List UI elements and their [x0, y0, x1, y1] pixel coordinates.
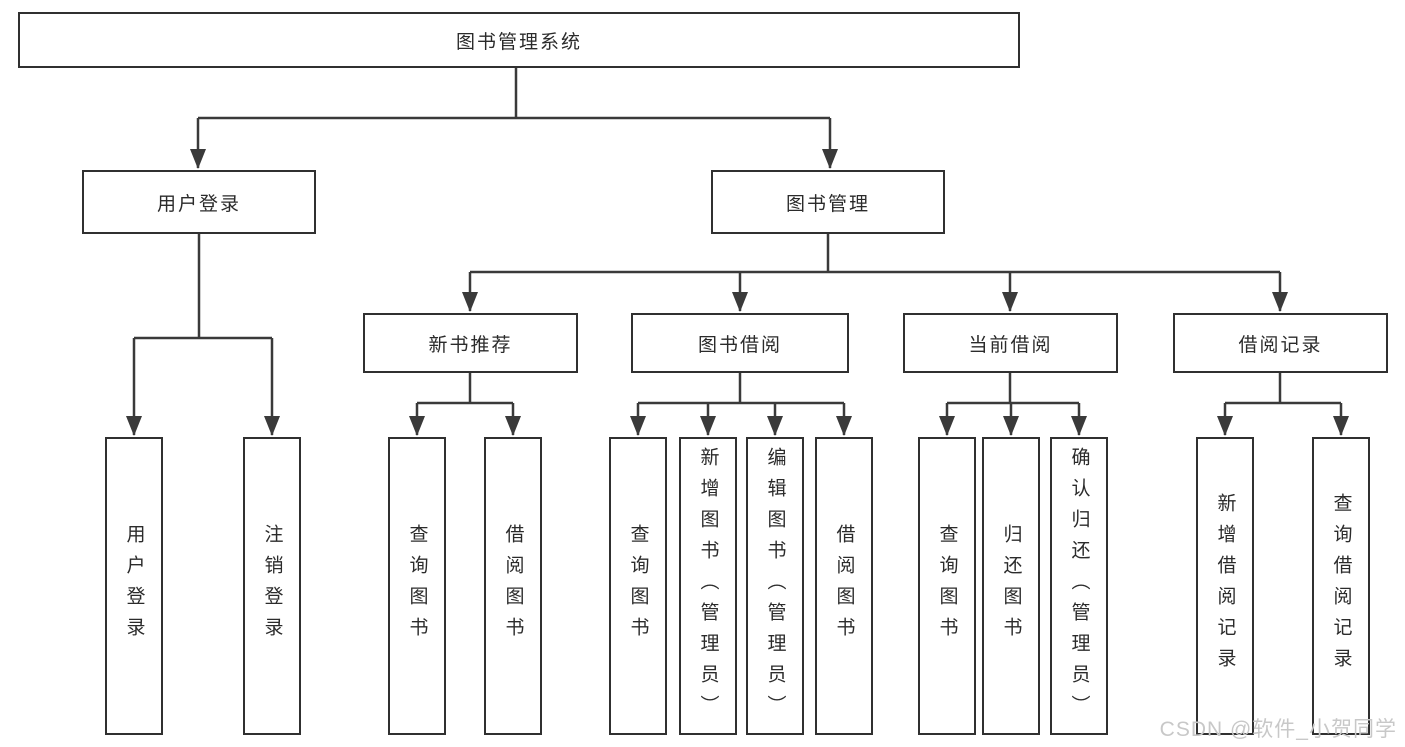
leaf-user-login: 用户登录 [105, 437, 163, 735]
leaf-add-books-admin: 新增图书（管理员） [679, 437, 737, 735]
leaf-query-borrow-record-label: 查询借阅记录 [1330, 493, 1352, 679]
node-new-book-recommend-label: 新书推荐 [428, 334, 513, 356]
leaf-confirm-return-admin: 确认归还（管理员） [1050, 437, 1108, 735]
leaf-user-login-label: 用户登录 [123, 524, 145, 648]
leaf-return-books: 归还图书 [982, 437, 1040, 735]
node-book-management-label: 图书管理 [785, 193, 870, 215]
leaf-edit-books-admin: 编辑图书（管理员） [746, 437, 804, 735]
node-book-management: 图书管理 [711, 170, 945, 234]
leaf-borrow-books: 借阅图书 [815, 437, 873, 735]
leaf-borrow-books-recommend: 借阅图书 [484, 437, 542, 735]
leaf-add-borrow-record-label: 新增借阅记录 [1214, 493, 1236, 679]
csdn-watermark: CSDN @软件_小贺同学 [1159, 718, 1397, 741]
leaf-query-books-current-label: 查询图书 [936, 524, 958, 648]
leaf-query-borrow-record: 查询借阅记录 [1312, 437, 1370, 735]
leaf-borrow-books-label: 借阅图书 [833, 524, 855, 648]
node-borrow-records: 借阅记录 [1173, 313, 1388, 373]
leaf-confirm-return-admin-label: 确认归还（管理员） [1068, 446, 1090, 726]
node-root-label: 图书管理系统 [455, 31, 582, 53]
node-user-login-label: 用户登录 [156, 193, 241, 215]
leaf-add-borrow-record: 新增借阅记录 [1196, 437, 1254, 735]
node-user-login: 用户登录 [82, 170, 316, 234]
connector-lines [134, 68, 1341, 405]
leaf-query-books-borrow-label: 查询图书 [627, 524, 649, 648]
leaf-query-books-recommend: 查询图书 [388, 437, 446, 735]
leaf-logout-label: 注销登录 [261, 524, 283, 648]
leaf-borrow-books-recommend-label: 借阅图书 [502, 524, 524, 648]
leaf-query-books-borrow: 查询图书 [609, 437, 667, 735]
leaf-logout: 注销登录 [243, 437, 301, 735]
node-book-borrow-label: 图书借阅 [697, 334, 782, 356]
node-borrow-records-label: 借阅记录 [1238, 334, 1323, 356]
node-root: 图书管理系统 [18, 12, 1020, 68]
leaf-query-books-current: 查询图书 [918, 437, 976, 735]
node-book-borrow: 图书借阅 [631, 313, 849, 373]
node-new-book-recommend: 新书推荐 [363, 313, 578, 373]
leaf-query-books-recommend-label: 查询图书 [406, 524, 428, 648]
node-current-borrow: 当前借阅 [903, 313, 1118, 373]
leaf-add-books-admin-label: 新增图书（管理员） [697, 446, 719, 726]
leaf-return-books-label: 归还图书 [1000, 524, 1022, 648]
node-current-borrow-label: 当前借阅 [968, 334, 1053, 356]
leaf-edit-books-admin-label: 编辑图书（管理员） [764, 446, 786, 726]
